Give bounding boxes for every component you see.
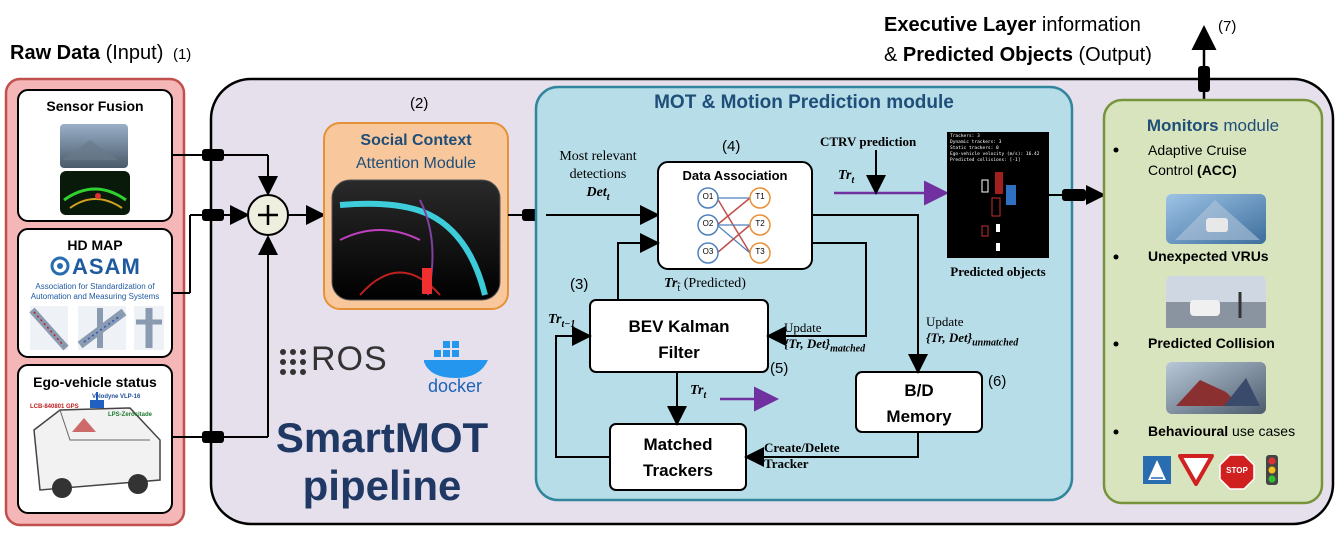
attention-title: Social Context	[360, 132, 472, 149]
ros-logo-icon	[280, 349, 306, 375]
docker-label: docker	[428, 376, 483, 396]
traffic-light-icon	[1266, 455, 1278, 485]
collision-label: Predicted Collision	[1148, 335, 1275, 351]
hd-map-label: HD MAP	[67, 237, 123, 253]
output-title-line1: Executive Layer information	[884, 14, 1141, 36]
sensor-fusion-label: Sensor Fusion	[46, 98, 144, 114]
node-o1: O1	[702, 192, 714, 201]
predicted-objects-screen	[947, 132, 1049, 258]
tr-t-minus-1: Trt−1	[548, 312, 576, 330]
yield-sign-icon	[1178, 454, 1214, 486]
connector-plug	[202, 149, 224, 161]
vru-label: Unexpected VRUs	[1148, 248, 1269, 264]
behavioural-label: Behavioural use cases	[1148, 423, 1296, 439]
lidar-label: Velodyne VLP-16	[92, 394, 141, 400]
vru-car-image	[1190, 300, 1220, 316]
connector-plug	[202, 431, 224, 443]
update-matched-label: Update {Tr, Det}matched	[784, 320, 866, 355]
predicted-objects-label: Predicted objects	[950, 264, 1046, 279]
stop-sign-icon	[1219, 454, 1255, 490]
input-title: Raw Data (Input) (1)	[10, 42, 192, 64]
node-t2: T2	[755, 219, 765, 228]
node-o2: O2	[702, 219, 714, 228]
mot-title: MOT & Motion Prediction module	[654, 92, 954, 113]
connector-plug	[202, 209, 224, 221]
tr-t-label: Trt	[690, 383, 707, 401]
ego-car-icon	[422, 268, 432, 294]
screen-readout: Trackers: 3 Dynamic trackers: 3 Static t…	[950, 134, 1040, 163]
asam-icon	[50, 256, 70, 276]
node-t3: T3	[755, 247, 765, 256]
map-images	[29, 306, 164, 351]
asam-logo-text: ASAM	[72, 254, 141, 279]
data-association-label: Data Association	[682, 168, 788, 183]
update-unmatched-label: Update {Tr, Det}unmatched	[926, 314, 1019, 349]
num-5: (5)	[770, 360, 789, 377]
screen-objects	[981, 172, 1016, 251]
attention-subtitle: Attention Module	[355, 155, 477, 172]
num-6: (6)	[988, 373, 1007, 390]
num-4: (4)	[722, 138, 741, 155]
bipartite-graph	[697, 187, 771, 264]
imu-label: LPS-Zerocitade	[108, 412, 153, 418]
crosswalk-sign-icon	[1143, 456, 1171, 484]
num-3: (3)	[570, 276, 589, 293]
most-relevant-label: Most relevant detections Dett	[559, 149, 637, 203]
docker-whale-icon	[424, 341, 488, 378]
ego-status-label: Ego-vehicle status	[33, 374, 157, 390]
ego-vehicle-image	[33, 392, 161, 498]
stop-sign-text: STOP	[1226, 466, 1248, 475]
attention-image	[331, 179, 501, 301]
num-2: (2)	[410, 95, 429, 112]
pipeline-name: SmartMOT pipeline	[275, 414, 489, 509]
node-o3: O3	[702, 247, 714, 256]
acc-label: Adaptive Cruise Control (ACC)	[1148, 142, 1247, 178]
tr-predicted-label: Trt̂ (Predicted)	[664, 276, 746, 294]
monitors-title: Monitors module	[1146, 116, 1280, 135]
gps-label: LCB-840801 GPS	[30, 404, 79, 410]
ros-label: ROS	[311, 340, 388, 378]
tr-ctrv-label: Trt	[838, 168, 855, 186]
node-t1: T1	[755, 192, 765, 201]
sum-node	[247, 194, 289, 236]
output-title-line2: & Predicted Objects (Output)	[884, 44, 1152, 66]
ctrv-label: CTRV prediction	[820, 134, 917, 149]
output-num: (7)	[1218, 18, 1237, 35]
